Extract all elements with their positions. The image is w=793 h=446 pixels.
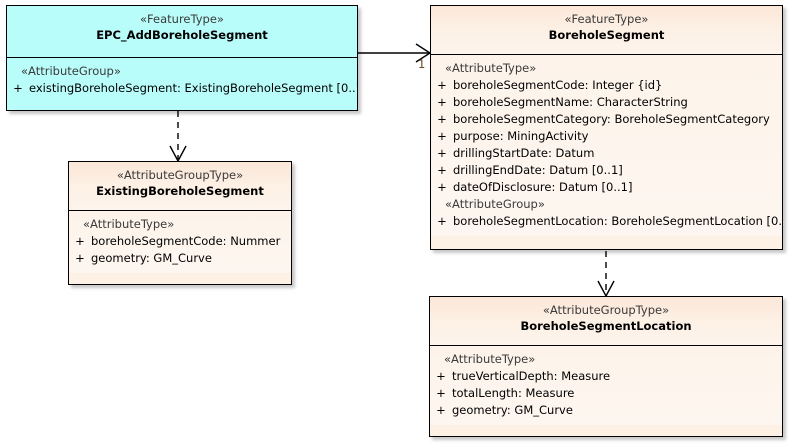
class-name: BoreholeSegmentLocation bbox=[520, 319, 692, 333]
dependency-arrowhead bbox=[169, 145, 187, 163]
attribute-text: boreholeSegmentCategory: BoreholeSegment… bbox=[453, 112, 770, 126]
attribute-row[interactable]: + purpose: MiningActivity bbox=[431, 128, 782, 145]
class-attributes-compartment: «AttributeType» + trueVerticalDepth: Mea… bbox=[430, 346, 782, 425]
attribute-row[interactable]: + boreholeSegmentCode: Integer {id} bbox=[431, 77, 782, 94]
attribute-row[interactable]: + boreholeSegmentLocation: BoreholeSegme… bbox=[431, 213, 782, 230]
class-header: «FeatureType» EPC_AddBoreholeSegment bbox=[7, 6, 357, 58]
attribute-text: drillingEndDate: Datum [0..1] bbox=[453, 163, 623, 177]
attribute-visibility: + bbox=[437, 112, 447, 126]
attribute-visibility: + bbox=[13, 81, 23, 95]
attribute-row[interactable]: + dateOfDisclosure: Datum [0..1] bbox=[431, 179, 782, 196]
attribute-text: boreholeSegmentLocation: BoreholeSegment… bbox=[453, 214, 783, 228]
attribute-text: boreholeSegmentCode: Integer {id} bbox=[453, 78, 663, 92]
attribute-text: boreholeSegmentName: CharacterString bbox=[453, 95, 688, 109]
attribute-visibility: + bbox=[437, 129, 447, 143]
attribute-visibility: + bbox=[436, 369, 446, 383]
attribute-visibility: + bbox=[437, 214, 447, 228]
attribute-text: purpose: MiningActivity bbox=[453, 129, 589, 143]
class-name: BoreholeSegment bbox=[548, 28, 665, 42]
attribute-visibility: + bbox=[75, 234, 85, 248]
attribute-row[interactable]: + boreholeSegmentName: CharacterString bbox=[431, 94, 782, 111]
attribute-text: trueVerticalDepth: Measure bbox=[452, 369, 611, 383]
class-stereotype: «AttributeGroupType» bbox=[116, 168, 244, 182]
connector-dependency-boreholesegment-to-location[interactable] bbox=[597, 251, 615, 298]
attribute-group-label: «AttributeGroup» bbox=[21, 64, 121, 78]
class-attributes-compartment: «AttributeType» + boreholeSegmentCode: N… bbox=[69, 211, 291, 273]
class-attributes-compartment: «AttributeType» + boreholeSegmentCode: I… bbox=[431, 55, 782, 236]
connector-dependency-epc-to-existing[interactable] bbox=[169, 111, 187, 163]
attribute-row[interactable]: + trueVerticalDepth: Measure bbox=[430, 368, 782, 385]
class-name: ExistingBoreholeSegment bbox=[96, 184, 264, 198]
attribute-text: totalLength: Measure bbox=[452, 386, 575, 400]
attribute-text: drillingStartDate: Datum bbox=[453, 146, 595, 160]
attribute-text: geometry: GM_Curve bbox=[91, 251, 212, 265]
attribute-visibility: + bbox=[436, 403, 446, 417]
attribute-visibility: + bbox=[75, 251, 85, 265]
attribute-visibility: + bbox=[437, 146, 447, 160]
attribute-visibility: + bbox=[437, 78, 447, 92]
dependency-arrowhead bbox=[597, 280, 615, 298]
attribute-group-label: «AttributeType» bbox=[444, 352, 536, 366]
attribute-group-label: «AttributeType» bbox=[445, 61, 537, 75]
attribute-text: existingBoreholeSegment: ExistingBorehol… bbox=[29, 81, 358, 95]
class-header: «FeatureType» BoreholeSegment bbox=[431, 6, 782, 55]
class-borehole-segment[interactable]: «FeatureType» BoreholeSegment «Attribute… bbox=[430, 5, 783, 250]
attribute-row[interactable]: + totalLength: Measure bbox=[430, 385, 782, 402]
attribute-row[interactable]: + existingBoreholeSegment: ExistingBoreh… bbox=[7, 80, 357, 97]
attribute-row[interactable]: + drillingEndDate: Datum [0..1] bbox=[431, 162, 782, 179]
attribute-visibility: + bbox=[436, 386, 446, 400]
class-header: «AttributeGroupType» BoreholeSegmentLoca… bbox=[430, 297, 782, 346]
attribute-row[interactable]: + boreholeSegmentCategory: BoreholeSegme… bbox=[431, 111, 782, 128]
class-stereotype: «FeatureType» bbox=[140, 12, 224, 26]
class-header: «AttributeGroupType» ExistingBoreholeSeg… bbox=[69, 162, 291, 211]
class-stereotype: «AttributeGroupType» bbox=[542, 303, 670, 317]
class-name: EPC_AddBoreholeSegment bbox=[96, 28, 268, 42]
attribute-text: geometry: GM_Curve bbox=[452, 403, 573, 417]
class-borehole-segment-location[interactable]: «AttributeGroupType» BoreholeSegmentLoca… bbox=[429, 296, 783, 437]
attribute-group-label: «AttributeGroup» bbox=[445, 197, 545, 211]
attribute-row[interactable]: + drillingStartDate: Datum bbox=[431, 145, 782, 162]
class-stereotype: «FeatureType» bbox=[564, 12, 649, 26]
attribute-row[interactable]: + geometry: GM_Curve bbox=[69, 250, 291, 267]
association-target-multiplicity: 1 bbox=[418, 57, 426, 71]
attribute-visibility: + bbox=[437, 163, 447, 177]
attribute-row[interactable]: + boreholeSegmentCode: Nummer bbox=[69, 233, 291, 250]
attribute-visibility: + bbox=[437, 95, 447, 109]
attribute-visibility: + bbox=[437, 180, 447, 194]
class-epc-add-borehole-segment[interactable]: «FeatureType» EPC_AddBoreholeSegment «At… bbox=[6, 5, 358, 111]
class-attributes-compartment: «AttributeGroup» + existingBoreholeSegme… bbox=[7, 58, 357, 103]
attribute-group-label: «AttributeType» bbox=[83, 217, 175, 231]
class-existing-borehole-segment[interactable]: «AttributeGroupType» ExistingBoreholeSeg… bbox=[68, 161, 292, 285]
attribute-row[interactable]: + geometry: GM_Curve bbox=[430, 402, 782, 419]
attribute-text: boreholeSegmentCode: Nummer bbox=[91, 234, 281, 248]
attribute-text: dateOfDisclosure: Datum [0..1] bbox=[453, 180, 633, 194]
